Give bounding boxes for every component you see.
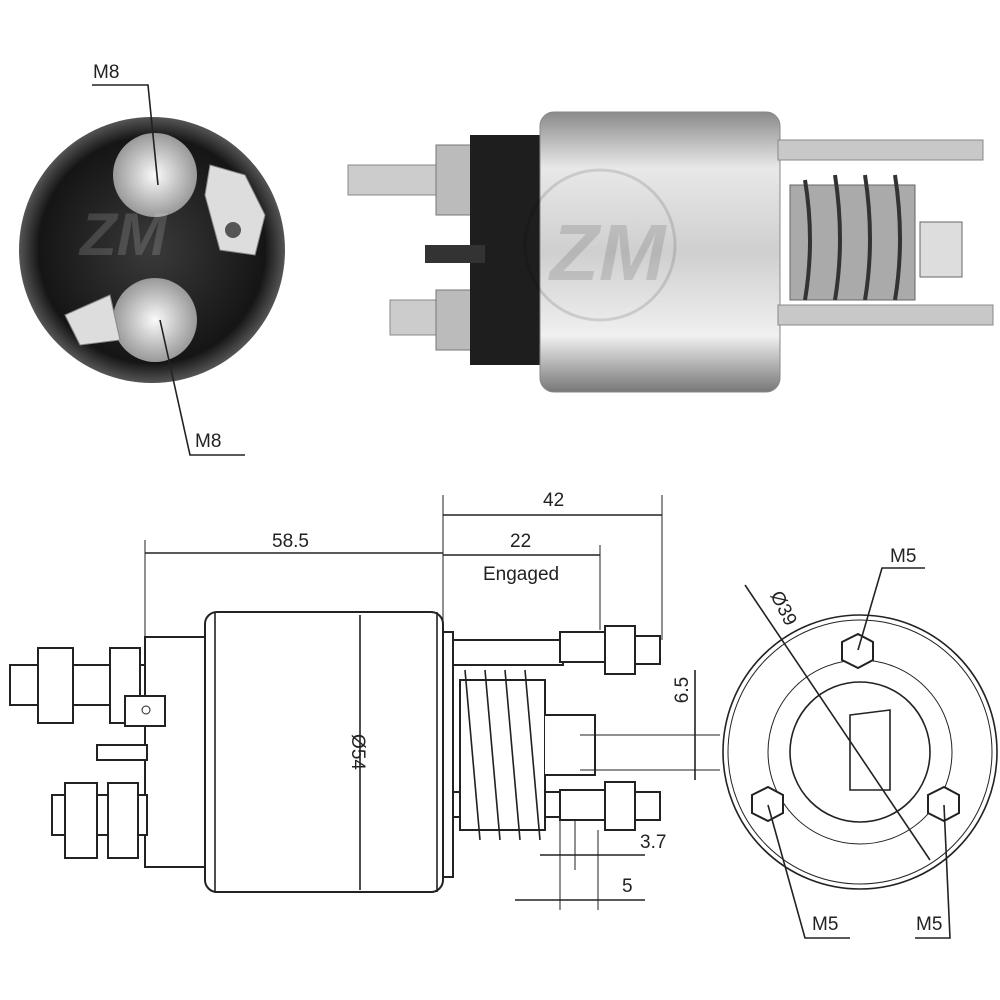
rod-bottom-nut xyxy=(604,781,636,831)
leader-m5-top xyxy=(857,567,925,651)
plunger xyxy=(459,679,546,831)
plunger-eye xyxy=(919,221,963,278)
spring xyxy=(803,174,902,301)
leader-m8-bottom xyxy=(159,319,245,456)
lower-nut-1 xyxy=(64,782,98,859)
terminal-bottom xyxy=(113,278,197,362)
nut-bottom xyxy=(435,289,477,351)
plunger-eye xyxy=(545,714,596,776)
solenoid-body xyxy=(539,111,781,393)
rod-bottom xyxy=(777,304,994,326)
dim-d54: Ø54 xyxy=(347,734,368,770)
logo-ring xyxy=(523,168,677,322)
dim-line-d39 xyxy=(744,584,931,861)
rod-top-nut xyxy=(604,625,636,675)
upper-nut-1 xyxy=(37,647,74,724)
label-m5-top: M5 xyxy=(890,546,916,567)
engaged-label: Engaged xyxy=(483,564,559,585)
side-drawing: 58.5 42 22 Engaged Ø54 6.5 3.7 5 xyxy=(9,490,720,910)
label-m5-right: M5 xyxy=(916,914,942,935)
logo-watermark: ZM xyxy=(78,201,169,268)
terminal-top xyxy=(113,133,197,217)
lower-nut-2 xyxy=(107,782,139,859)
body-outline xyxy=(204,611,444,893)
spade-terminal xyxy=(425,245,485,263)
rod-top xyxy=(452,639,564,666)
nut-top xyxy=(841,632,874,670)
bolt-circle xyxy=(767,659,953,845)
inner-circle xyxy=(789,681,931,823)
dim-42: 42 xyxy=(543,490,564,511)
spring xyxy=(464,669,541,841)
terminal-block xyxy=(144,636,206,868)
rod-top xyxy=(777,139,984,161)
terminal-lug xyxy=(64,294,121,346)
dim-58-5: 58.5 xyxy=(272,531,309,552)
bracket xyxy=(96,744,148,761)
dim-6-5: 6.5 xyxy=(672,677,693,703)
nut-right xyxy=(927,785,960,823)
leader-m5-right xyxy=(915,804,951,939)
tab-hole xyxy=(225,222,241,238)
label-m5-left: M5 xyxy=(812,914,838,935)
rod-top-end xyxy=(559,631,606,663)
logo-watermark: ZM xyxy=(548,208,668,297)
dim-5: 5 xyxy=(622,876,633,897)
end-drawing: Ø39 M5 M5 M5 xyxy=(722,546,998,939)
photo-end-view: ZM M8 M8 xyxy=(19,62,285,456)
photo-side-view: ZM xyxy=(347,111,994,393)
nut-left xyxy=(751,785,784,823)
leader-m8-top xyxy=(92,84,159,186)
terminal-tab xyxy=(204,164,266,256)
end-plate xyxy=(442,631,454,878)
plunger-slot xyxy=(849,709,891,791)
label-m8-top: M8 xyxy=(93,62,119,83)
dim-22: 22 xyxy=(510,531,531,552)
outer-circle xyxy=(722,614,998,890)
stud-top xyxy=(347,164,444,196)
dim-3-7: 3.7 xyxy=(640,832,666,853)
label-m8-bottom: M8 xyxy=(195,431,221,452)
spade-terminal xyxy=(124,695,166,727)
leader-m5-left xyxy=(767,804,850,939)
